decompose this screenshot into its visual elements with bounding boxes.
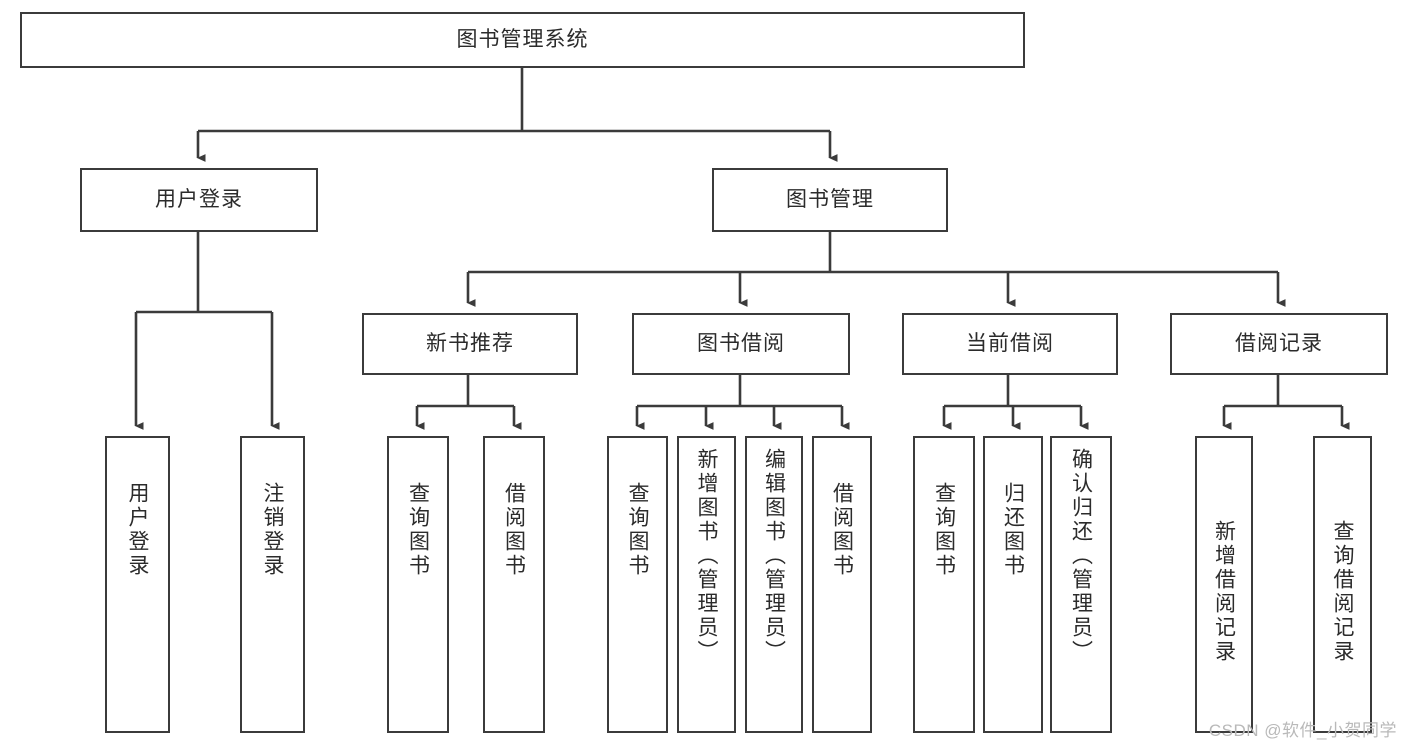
node-user-login-label: 用户登录 [155, 188, 243, 212]
connectors-borrow-record [1222, 375, 1350, 430]
node-leaf-borrow-book-label: 借阅图书 [830, 482, 854, 578]
node-root-label: 图书管理系统 [456, 28, 589, 52]
node-leaf-query-book-recommend[interactable]: 查询图书 [387, 436, 449, 733]
node-leaf-user-login-label: 用户登录 [126, 482, 149, 578]
node-leaf-confirm-return-label: 确认归还（管理员） [1069, 448, 1093, 664]
connectors-new-book-recommend [415, 375, 522, 430]
node-leaf-borrow-book-recommend-label: 借阅图书 [502, 482, 526, 578]
node-leaf-query-book-recommend-label: 查询图书 [406, 482, 430, 578]
connectors-book-borrow [635, 375, 850, 430]
node-leaf-add-book-label: 新增图书（管理员） [695, 448, 718, 664]
connectors-book-management [466, 232, 1286, 307]
node-user-login[interactable]: 用户登录 [80, 168, 318, 232]
node-leaf-add-borrow-record[interactable]: 新增借阅记录 [1195, 436, 1253, 733]
node-leaf-return-book[interactable]: 归还图书 [983, 436, 1043, 733]
node-leaf-confirm-return[interactable]: 确认归还（管理员） [1050, 436, 1112, 733]
connectors-root [196, 68, 838, 162]
node-leaf-query-borrow-record-label: 查询借阅记录 [1331, 520, 1354, 664]
node-leaf-query-book-borrow[interactable]: 查询图书 [607, 436, 668, 733]
node-leaf-query-book-borrow-label: 查询图书 [626, 482, 649, 578]
node-leaf-logout-login-label: 注销登录 [261, 482, 284, 578]
node-leaf-edit-book[interactable]: 编辑图书（管理员） [745, 436, 803, 733]
node-leaf-add-book[interactable]: 新增图书（管理员） [677, 436, 736, 733]
node-leaf-user-login[interactable]: 用户登录 [105, 436, 170, 733]
node-leaf-return-book-label: 归还图书 [1001, 482, 1025, 578]
node-book-management[interactable]: 图书管理 [712, 168, 948, 232]
csdn-watermark: CSDN @软件_小贺同学 [1208, 721, 1397, 740]
node-leaf-query-book-current[interactable]: 查询图书 [913, 436, 975, 733]
node-leaf-edit-book-label: 编辑图书（管理员） [762, 448, 786, 664]
node-leaf-borrow-book-recommend[interactable]: 借阅图书 [483, 436, 545, 733]
node-borrow-record-label: 借阅记录 [1235, 332, 1323, 356]
node-leaf-add-borrow-record-label: 新增借阅记录 [1212, 520, 1236, 664]
node-borrow-record[interactable]: 借阅记录 [1170, 313, 1388, 375]
connectors-user-login [134, 232, 280, 430]
connectors-current-borrow [942, 375, 1089, 430]
node-root[interactable]: 图书管理系统 [20, 12, 1025, 68]
node-leaf-logout-login[interactable]: 注销登录 [240, 436, 305, 733]
node-book-management-label: 图书管理 [786, 188, 874, 212]
node-leaf-query-borrow-record[interactable]: 查询借阅记录 [1313, 436, 1372, 733]
node-current-borrow-label: 当前借阅 [966, 332, 1054, 356]
node-current-borrow[interactable]: 当前借阅 [902, 313, 1118, 375]
node-new-book-recommend[interactable]: 新书推荐 [362, 313, 578, 375]
node-book-borrow[interactable]: 图书借阅 [632, 313, 850, 375]
node-book-borrow-label: 图书借阅 [697, 332, 785, 356]
node-leaf-query-book-current-label: 查询图书 [932, 482, 956, 578]
node-leaf-borrow-book[interactable]: 借阅图书 [812, 436, 872, 733]
node-new-book-recommend-label: 新书推荐 [426, 332, 514, 356]
